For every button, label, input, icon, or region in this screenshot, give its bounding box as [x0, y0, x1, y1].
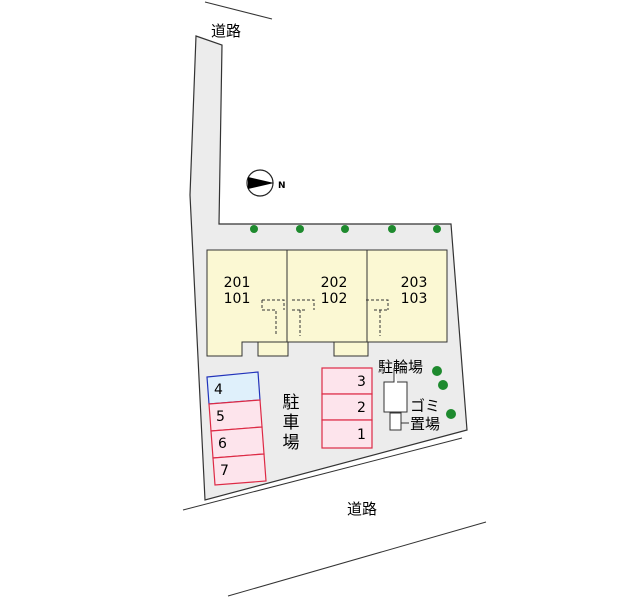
parking-spaces-right: [321, 367, 373, 449]
north-arrow-icon: N: [246, 169, 286, 197]
tree-icon: [446, 409, 456, 419]
tree-icon: [341, 225, 349, 233]
parking-space: [321, 367, 373, 395]
bicycle-parking-area: [383, 368, 408, 413]
tree-icon: [438, 380, 448, 390]
tree-icon: [296, 225, 304, 233]
garbage-label-top: ゴミ: [410, 397, 440, 415]
parking-number: 4: [214, 382, 223, 398]
parking-number: 7: [220, 463, 229, 479]
tree-icon: [432, 366, 442, 376]
tree-icon: [388, 225, 396, 233]
road-edge-upper: [182, 437, 463, 511]
parking-number: 6: [218, 436, 227, 452]
parking-space: [212, 453, 267, 486]
garbage-area: [389, 412, 402, 431]
parking-number: 1: [357, 427, 366, 443]
unit-label-upper: 201: [224, 275, 251, 291]
parking-number: 3: [357, 374, 366, 390]
garbage-label-bottom: 置場: [410, 415, 440, 433]
tree-row-top: [250, 225, 441, 233]
parking-number: 2: [357, 400, 366, 416]
building: [206, 249, 448, 357]
tree-icon: [250, 225, 258, 233]
parking-label: 車: [283, 413, 300, 433]
tree-icon: [433, 225, 441, 233]
parking-label: 駐: [283, 393, 300, 413]
parking-number: 5: [216, 409, 225, 425]
road-label-bottom: 道路: [347, 500, 377, 518]
north-letter: N: [278, 181, 286, 191]
road-edge-top: [204, 1, 273, 20]
unit-label-upper: 203: [401, 275, 428, 291]
parking-spaces-left: [206, 371, 267, 486]
parking-label: 場: [283, 433, 300, 453]
road-edge-lower: [227, 521, 487, 597]
parking-space: [321, 419, 373, 449]
unit-label-upper: 202: [321, 275, 348, 291]
unit-label-lower: 103: [401, 291, 428, 307]
bicycle-parking-label: 駐輪場: [378, 358, 423, 376]
road-label-top: 道路: [211, 22, 241, 40]
unit-label-lower: 101: [224, 291, 251, 307]
unit-label-lower: 102: [321, 291, 348, 307]
